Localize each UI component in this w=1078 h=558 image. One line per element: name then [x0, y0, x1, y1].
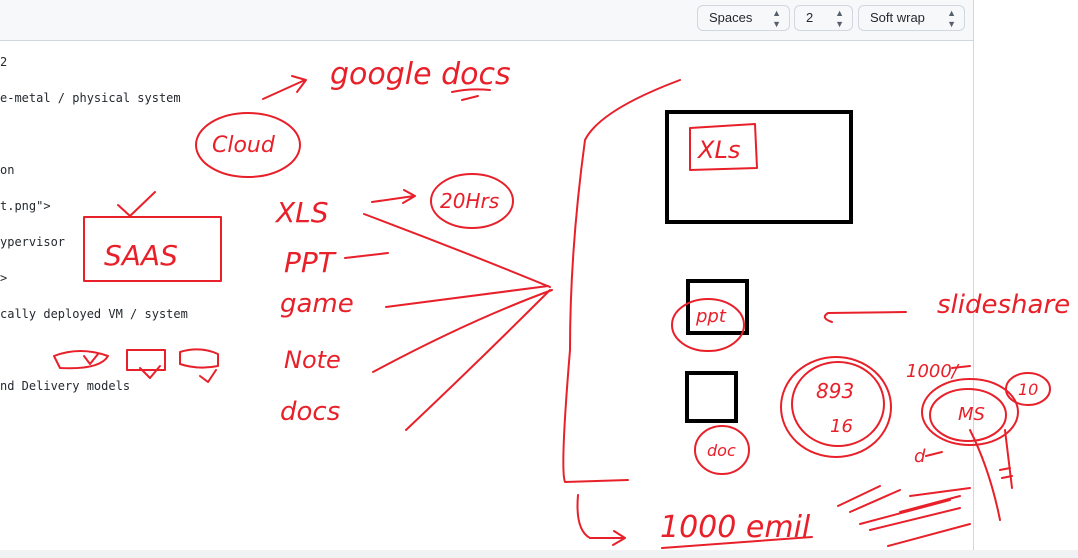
chevron-updown-icon: ▲▼: [772, 8, 781, 29]
dash-1000: [951, 365, 971, 369]
circle-docs: [694, 425, 750, 475]
bottom-scrollbar-track: [0, 550, 1078, 558]
circle-20hrs: [430, 173, 514, 229]
converge-line-xls: [363, 213, 551, 288]
circle-cloud: [195, 112, 301, 178]
note-xls-box: XLs: [696, 136, 740, 164]
code-line: on: [0, 163, 15, 177]
note-note: Note: [284, 346, 341, 374]
note-10: 10: [1018, 380, 1038, 399]
underline-docs: [451, 88, 491, 101]
arrow-bottom: [576, 494, 626, 546]
hatch-marks: [837, 467, 1013, 547]
circle-ms: [921, 378, 1019, 446]
box-ppt-window: [686, 279, 749, 335]
indent-size-select[interactable]: 2 ▲▼: [794, 5, 853, 31]
small-shape-2: [126, 349, 166, 379]
wrap-mode-select[interactable]: Soft wrap ▲▼: [858, 5, 965, 31]
dash-d: [925, 451, 943, 457]
bracket-xls: [689, 123, 758, 171]
note-docs-box: doc: [707, 441, 736, 460]
code-editor-panel: Spaces ▲▼ 2 ▲▼ Soft wrap ▲▼ 2 e-metal / …: [0, 0, 974, 558]
box-xls-window: [665, 110, 853, 224]
note-xls: XLS: [274, 196, 329, 229]
circle-ppt: [671, 298, 745, 352]
indent-mode-value: Spaces: [709, 10, 753, 25]
circle-893: [780, 356, 892, 458]
note-google-docs: google docs: [330, 57, 511, 92]
wrap-mode-value: Soft wrap: [870, 10, 925, 25]
indent-mode-select[interactable]: Spaces ▲▼: [697, 5, 790, 31]
note-saas: SAAS: [104, 239, 178, 272]
code-line: e-metal / physical system: [0, 91, 181, 105]
code-line: t.png">: [0, 199, 51, 213]
note-1000-slash: 1000/: [906, 361, 960, 382]
small-shape-3: [179, 348, 219, 383]
note-1000-emails: 1000 emil: [660, 510, 811, 545]
note-20hrs: 20Hrs: [440, 189, 499, 213]
check-mark-saas: [117, 191, 156, 217]
chevron-updown-icon: ▲▼: [947, 8, 956, 29]
editor-toolbar: Spaces ▲▼ 2 ▲▼ Soft wrap ▲▼: [0, 0, 973, 41]
underline-1000-emails: [661, 536, 813, 549]
converge-line-ppt: [385, 285, 549, 308]
code-line: ypervisor: [0, 235, 66, 249]
code-line: cally deployed VM / system: [0, 307, 188, 321]
box-docs-window: [685, 371, 738, 423]
circle-ms-inner: [929, 388, 1007, 442]
converge-line-docs: [405, 289, 551, 431]
note-d: d: [914, 446, 926, 467]
code-area[interactable]: 2 e-metal / physical system on t.png"> y…: [0, 40, 973, 558]
note-docs: docs: [280, 397, 340, 427]
note-ppt: PPT: [284, 246, 337, 279]
note-ms: MS: [958, 404, 985, 425]
big-bracket: [562, 79, 681, 483]
note-ppt-box: ppt: [695, 306, 727, 327]
note-cloud: Cloud: [212, 133, 276, 158]
arrow-to-google-docs: [262, 75, 307, 100]
box-saas: [83, 216, 222, 282]
code-line: >: [0, 271, 8, 285]
circle-893-inner: [791, 361, 885, 447]
note-16: 16: [830, 416, 853, 437]
arrow-to-20hrs: [371, 189, 416, 204]
converge-line-game: [372, 289, 553, 373]
circle-10: [1005, 372, 1051, 406]
code-line: 2: [0, 55, 8, 69]
code-line: nd Delivery models: [0, 379, 131, 393]
small-shape-1: [53, 350, 109, 370]
note-893: 893: [816, 379, 854, 403]
line-to-ms: [969, 429, 1013, 521]
arrow-to-slideshare: [823, 311, 907, 323]
note-game: game: [280, 289, 354, 319]
note-slideshare: slideshare: [937, 290, 1070, 320]
chevron-updown-icon: ▲▼: [835, 8, 844, 29]
indent-size-value: 2: [806, 10, 814, 25]
line-ppt-dash: [344, 252, 389, 259]
